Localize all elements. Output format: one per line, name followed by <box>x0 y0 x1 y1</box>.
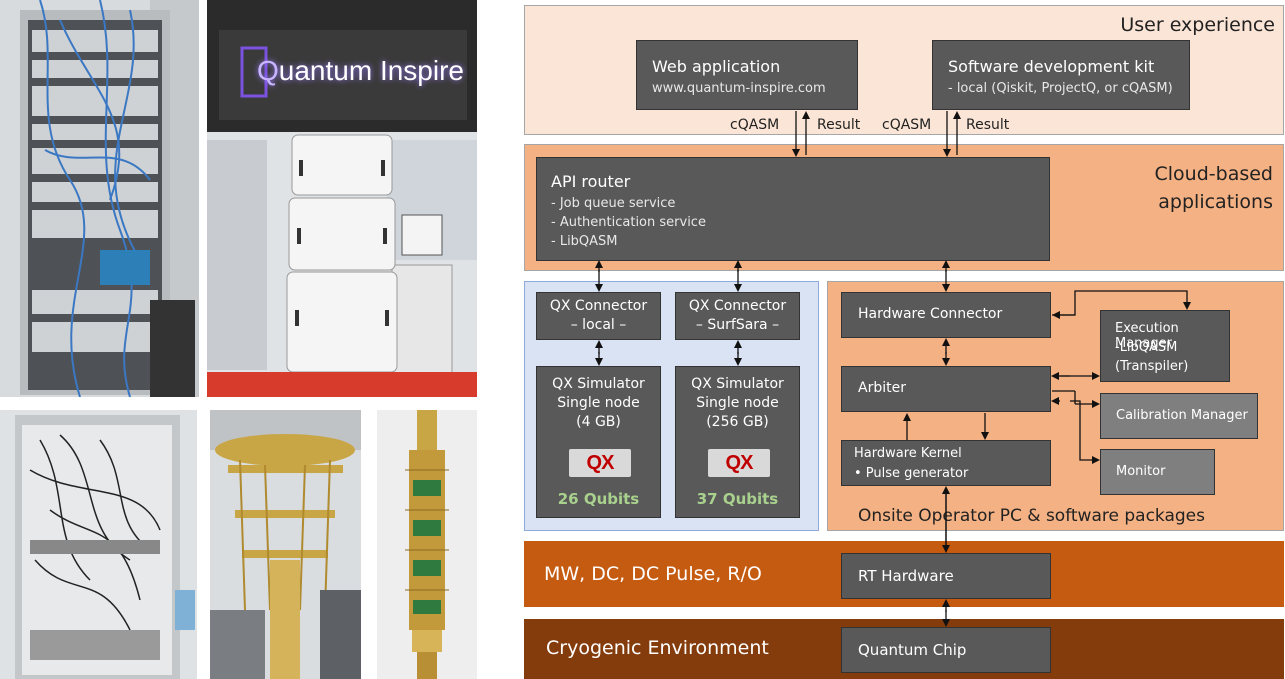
photo-chip-mount <box>377 410 477 679</box>
sim-256gb-line2: Single node <box>696 395 779 411</box>
hardware-kernel-title: Hardware Kernel <box>854 446 962 461</box>
photo-electronics-rack <box>0 410 197 679</box>
quantum-chip-label: Quantum Chip <box>858 641 967 659</box>
calibration-manager-label: Calibration Manager <box>1116 408 1248 423</box>
rt-hardware-label: RT Hardware <box>858 567 954 585</box>
arbiter-label: Arbiter <box>858 380 906 396</box>
sign-initial: Q <box>257 55 279 86</box>
hardware-kernel-box: Hardware Kernel • Pulse generator <box>841 440 1051 486</box>
cryogenic-label: Cryogenic Environment <box>546 637 769 659</box>
execution-manager-line3: (Transpiler) <box>1115 359 1189 374</box>
api-router-box: API router - Job queue service - Authent… <box>536 157 1050 261</box>
web-application-title: Web application <box>652 57 781 76</box>
qx-simulator-256gb-box: QX Simulator Single node (256 GB) QX 37 … <box>675 366 800 518</box>
api-router-item-3: - LibQASM <box>551 234 618 249</box>
rt-hardware-box: RT Hardware <box>841 553 1051 599</box>
user-experience-label: User experience <box>1120 14 1275 36</box>
arbiter-box: Arbiter <box>841 366 1051 412</box>
execution-manager-box: Execution Manager -LibQASM (Transpiler) <box>1100 310 1230 382</box>
cloud-label-line1: Cloud-based <box>1154 163 1273 185</box>
sim-4gb-line1: QX Simulator <box>552 376 645 392</box>
sim-4gb-line2: Single node <box>557 395 640 411</box>
photo-quantum-inspire-cryostat: Quantum Inspire <box>207 0 477 397</box>
sim-4gb-qubits: 26 Qubits <box>557 490 640 508</box>
qx-logo-text: QX <box>586 452 615 474</box>
sim-256gb-line3: (256 GB) <box>706 414 769 430</box>
result-label-web: Result <box>817 117 861 133</box>
qx-connector-surfsara-line2: – SurfSara – <box>695 317 780 333</box>
qx-connector-local-box: QX Connector – local – <box>536 292 661 340</box>
api-router-title: API router <box>551 172 631 191</box>
hardware-connector-label: Hardware Connector <box>858 306 1003 322</box>
sim-4gb-line3: (4 GB) <box>576 414 621 430</box>
sim-256gb-qubits: 37 Qubits <box>696 490 779 508</box>
api-router-item-2: - Authentication service <box>551 215 706 230</box>
qx-connector-local-line1: QX Connector <box>549 298 648 314</box>
quantum-chip-box: Quantum Chip <box>841 627 1051 673</box>
calibration-manager-box: Calibration Manager <box>1100 393 1258 439</box>
web-application-url: www.quantum-inspire.com <box>652 81 826 96</box>
api-router-item-1: - Job queue service <box>551 196 676 211</box>
execution-manager-line2: -LibQASM <box>1115 340 1178 355</box>
hardware-connector-box: Hardware Connector <box>841 292 1051 338</box>
sdk-box: Software development kit - local (Qiskit… <box>932 40 1190 110</box>
monitor-label: Monitor <box>1116 464 1166 479</box>
cqasm-label-web: cQASM <box>730 117 780 133</box>
photo-server-rack <box>0 0 199 397</box>
qx-simulator-4gb-box: QX Simulator Single node (4 GB) QX 26 Qu… <box>536 366 661 518</box>
qx-logo-text: QX <box>725 452 754 474</box>
sim-256gb-line1: QX Simulator <box>691 376 784 392</box>
qx-logo-icon: QX <box>708 449 770 477</box>
hardware-kernel-item: • Pulse generator <box>854 466 969 481</box>
qx-logo-icon: QX <box>569 449 631 477</box>
web-application-box: Web application www.quantum-inspire.com <box>636 40 858 110</box>
photo-dilution-refrigerator <box>210 410 361 679</box>
quantum-inspire-sign: Quantum Inspire <box>257 55 464 87</box>
onsite-label: Onsite Operator PC & software packages <box>858 506 1205 526</box>
execution-manager-line1: Execution Manager <box>1115 321 1179 351</box>
qx-connector-surfsara-line1: QX Connector <box>688 298 787 314</box>
monitor-box: Monitor <box>1100 449 1215 495</box>
qx-connector-local-line2: – local – <box>570 317 627 333</box>
cqasm-label-sdk: cQASM <box>882 117 932 133</box>
cloud-label-line2: applications <box>1158 191 1273 213</box>
sdk-subtitle: - local (Qiskit, ProjectQ, or cQASM) <box>948 81 1173 96</box>
qx-connector-surfsara-box: QX Connector – SurfSara – <box>675 292 800 340</box>
sdk-title: Software development kit <box>948 57 1155 76</box>
result-label-sdk: Result <box>966 117 1010 133</box>
sign-rest: uantum Inspire <box>278 55 464 86</box>
mw-label: MW, DC, DC Pulse, R/O <box>544 563 762 585</box>
